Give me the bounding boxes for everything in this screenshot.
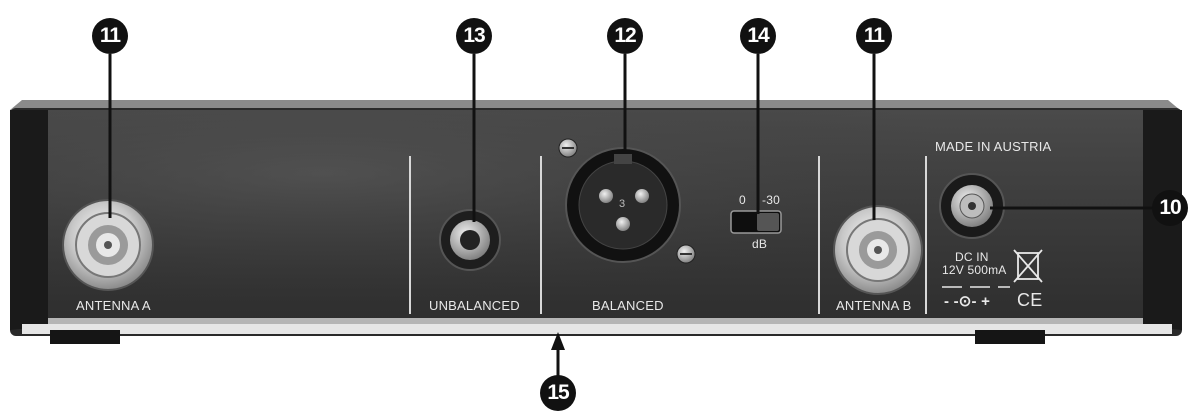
balanced-label: BALANCED — [592, 298, 664, 313]
weee-symbol — [1013, 249, 1043, 283]
antenna-a-label: ANTENNA A — [76, 298, 151, 313]
callout-switch: 14 — [740, 18, 776, 54]
callout-dc-in: 10 — [1152, 190, 1188, 226]
switch-right-value: -30 — [762, 193, 780, 207]
antenna-b-label: ANTENNA B — [836, 298, 912, 313]
attenuator-switch — [730, 210, 782, 234]
callout-unbalanced: 13 — [456, 18, 492, 54]
switch-left-value: 0 — [739, 193, 746, 207]
xlr-connector — [558, 138, 696, 264]
callout-antenna-a: 11 — [92, 18, 128, 54]
unbalanced-jack — [439, 209, 501, 271]
dc-rating-label: 12V 500mA — [942, 263, 1007, 277]
antenna-b-connector — [833, 205, 923, 295]
arrowhead-ground — [551, 332, 565, 350]
callout-antenna-b: 11 — [856, 18, 892, 54]
antenna-a-connector — [62, 199, 154, 291]
dc-in-jack — [939, 173, 1005, 239]
unbalanced-label: UNBALANCED — [429, 298, 520, 313]
top-lid — [10, 100, 1180, 110]
callout-xlr: 12 — [607, 18, 643, 54]
callout-ground: 15 — [540, 375, 576, 411]
polarity-symbol: - -⊙- + — [944, 293, 991, 310]
foot-right — [975, 330, 1045, 344]
foot-left — [50, 330, 120, 344]
dc-in-label: DC IN — [955, 250, 989, 264]
made-in-label: MADE IN AUSTRIA — [935, 139, 1052, 154]
xlr-pin-number: 3 — [619, 198, 626, 210]
switch-unit: dB — [752, 237, 768, 251]
ce-mark: CE — [1017, 290, 1043, 310]
